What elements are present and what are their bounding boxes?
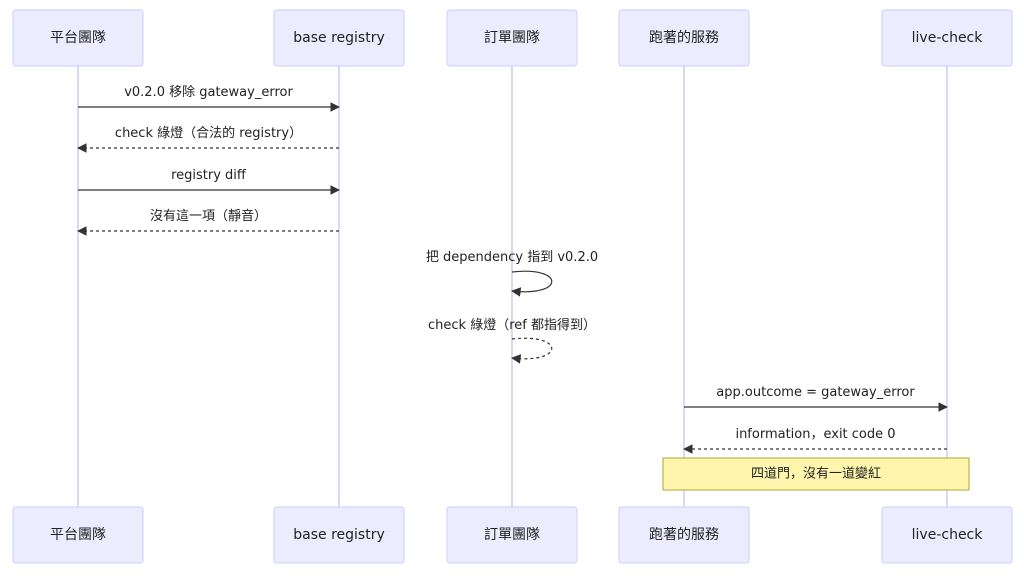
message-5: 把 dependency 指到 v0.2.0 xyxy=(426,250,598,297)
actor-orders-top: 訂單團隊 xyxy=(446,9,578,67)
message-label: v0.2.0 移除 gateway_error xyxy=(124,85,293,100)
actor-label: 訂單團隊 xyxy=(484,30,540,46)
actor-label: 跑著的服務 xyxy=(649,30,719,46)
actor-box xyxy=(881,9,1013,67)
actor-box xyxy=(12,506,144,564)
message-6: check 綠燈（ref 都指得到） xyxy=(428,317,596,364)
message-7: app.outcome = gateway_error xyxy=(684,385,948,412)
actor-box xyxy=(12,9,144,67)
actor-label: base registry xyxy=(293,527,385,543)
message-label: app.outcome = gateway_error xyxy=(716,385,915,400)
actor-label: 平台團隊 xyxy=(50,30,106,46)
actor-box xyxy=(446,506,578,564)
note: 四道門，沒有一道變紅 xyxy=(662,457,970,491)
actor-registry-bottom: base registry xyxy=(273,506,405,564)
actor-services-bottom: 跑著的服務 xyxy=(618,506,750,564)
notes: 四道門，沒有一道變紅 xyxy=(662,457,970,491)
lifelines xyxy=(77,66,948,507)
actor-box xyxy=(446,9,578,67)
actor-label: 平台團隊 xyxy=(50,527,106,543)
actors-top: 平台團隊 base registry 訂單團隊 跑著的服務 live-check xyxy=(12,9,1013,67)
actors-bottom: 平台團隊 base registry 訂單團隊 跑著的服務 live-check xyxy=(12,506,1013,564)
message-label: check 綠燈（ref 都指得到） xyxy=(428,317,596,333)
message-4: 沒有這一項（靜音） xyxy=(77,208,339,236)
actor-label: base registry xyxy=(293,30,385,46)
actor-label: 跑著的服務 xyxy=(649,527,719,543)
actor-box xyxy=(618,506,750,564)
actor-label: live-check xyxy=(912,30,984,46)
actor-label: 訂單團隊 xyxy=(484,527,540,543)
message-label: check 綠燈（合法的 registry） xyxy=(115,125,302,141)
actor-label: live-check xyxy=(912,527,984,543)
self-message-arrow xyxy=(511,270,553,297)
actor-platform-bottom: 平台團隊 xyxy=(12,506,144,564)
actor-livecheck-top: live-check xyxy=(881,9,1013,67)
actor-platform-top: 平台團隊 xyxy=(12,9,144,67)
note-box xyxy=(662,457,970,491)
message-1: v0.2.0 移除 gateway_error xyxy=(78,85,340,112)
actor-registry-top: base registry xyxy=(273,9,405,67)
message-2: check 綠燈（合法的 registry） xyxy=(77,125,339,153)
actor-box xyxy=(273,9,405,67)
message-label: registry diff xyxy=(171,168,247,183)
message-label: 把 dependency 指到 v0.2.0 xyxy=(426,250,598,265)
message-label: 沒有這一項（靜音） xyxy=(150,208,267,224)
message-label: information，exit code 0 xyxy=(735,427,895,442)
actor-services-top: 跑著的服務 xyxy=(618,9,750,67)
note-label: 四道門，沒有一道變紅 xyxy=(751,466,881,482)
message-8: information，exit code 0 xyxy=(683,427,947,454)
self-message-arrow xyxy=(511,337,553,364)
actor-box xyxy=(273,506,405,564)
actor-box xyxy=(881,506,1013,564)
actor-box xyxy=(618,9,750,67)
message-3: registry diff xyxy=(78,168,340,195)
actor-orders-bottom: 訂單團隊 xyxy=(446,506,578,564)
actor-livecheck-bottom: live-check xyxy=(881,506,1013,564)
